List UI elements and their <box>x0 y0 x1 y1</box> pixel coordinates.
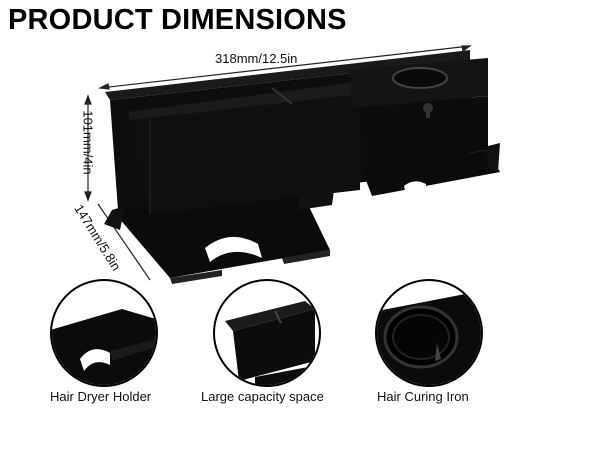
height-dimension-line <box>84 94 92 202</box>
storage-box-top <box>128 82 362 120</box>
feature-label-hair-dryer: Hair Dryer Holder <box>50 389 152 404</box>
width-label: 318mm/12.5in <box>215 51 298 66</box>
back-plate <box>105 50 470 100</box>
right-hook-tray <box>362 150 500 196</box>
feature-label-curling-iron: Hair Curing Iron <box>377 389 469 404</box>
storage-space-closeup <box>213 279 321 387</box>
curling-iron-holder-closeup <box>375 279 483 387</box>
storage-box-front <box>128 94 360 214</box>
curling-iron-ring <box>392 67 448 89</box>
hair-dryer-holder-closeup <box>50 279 158 387</box>
feature-label-capacity: Large capacity space <box>201 389 324 404</box>
page-title: PRODUCT DIMENSIONS <box>8 4 347 36</box>
width-dimension-line <box>97 45 472 90</box>
height-label: 101mm/4in <box>80 110 96 175</box>
depth-dimension-line <box>97 203 151 281</box>
